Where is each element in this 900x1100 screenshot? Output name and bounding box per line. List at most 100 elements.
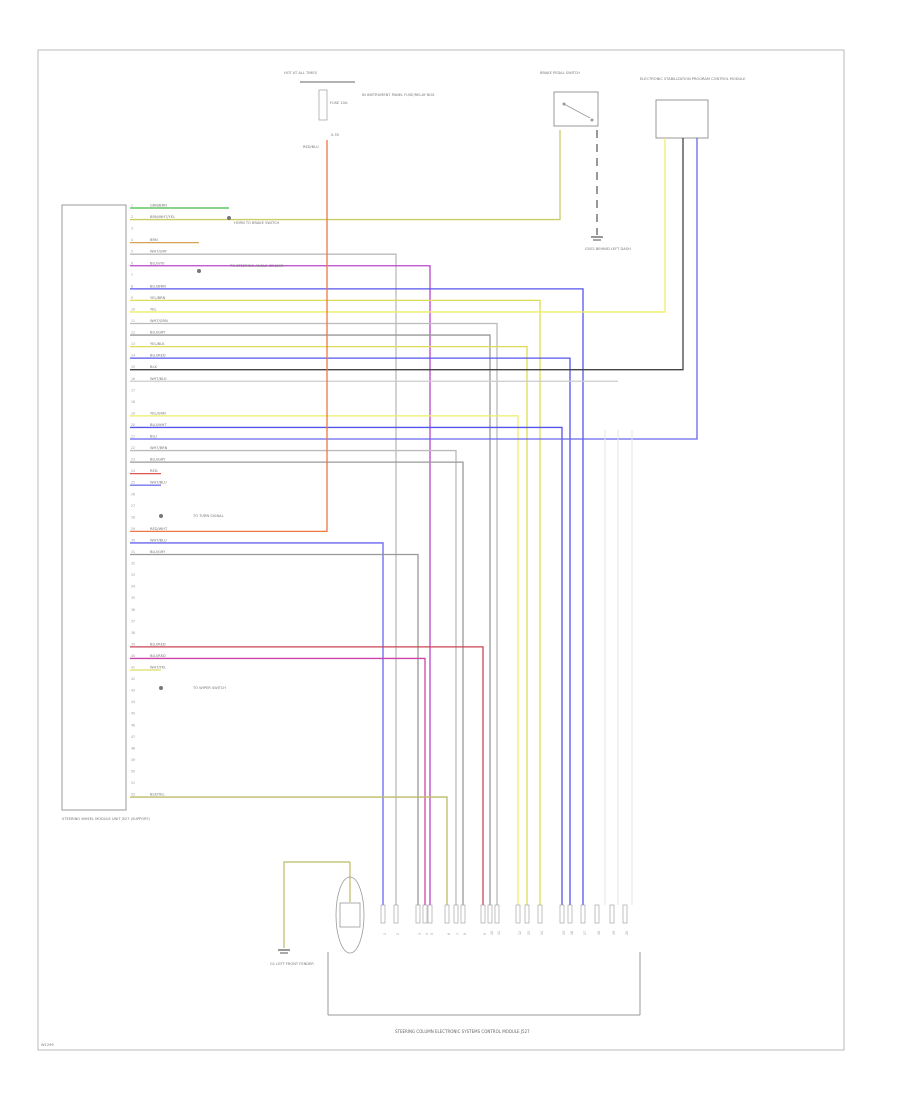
fuse-rating: FUSE 10A [330,101,348,105]
wire-color-label: BLU/BRN [150,284,166,288]
pin-number: 23 [131,458,135,462]
pin-number: 44 [131,700,135,704]
wire-color-label: WHT/GRY [150,250,168,254]
wire-pin-15 [130,138,684,371]
connector-pin-number: 12 [518,931,522,935]
fuse-note: IN INSTRUMENT PANEL FUSE/RELAY BOX [362,93,435,97]
pin-number: 42 [131,677,135,681]
wire-pin-30 [130,542,384,905]
connector-pin-number: 17 [583,931,587,935]
wire-color-label: BLU/RED [150,654,166,658]
pin-number: 25 [131,481,135,485]
connector-pin-number: 2 [396,933,400,935]
fuse-wire-label: RED/BLU [303,145,319,149]
wire-color-label: GRN/BRN [150,204,167,208]
pin-number: 10 [131,307,135,311]
pin-number: 12 [131,331,135,335]
wire-color-label: YEL/GRN [150,411,166,415]
wire-pin-13 [130,345,528,905]
connector-pin-stub [537,904,543,924]
pin-number: 6 [131,261,133,265]
connector-pin-number: 15 [562,931,566,935]
connector-pin-stub [559,904,565,924]
connector-pin-stub [393,904,399,924]
wire-pin-22 [130,449,457,905]
wire-pin-11 [130,322,498,905]
pin-number: 13 [131,342,135,346]
pin-number: 37 [131,619,135,623]
connector-pin-stub [422,904,428,924]
pin-number: 52 [131,793,135,797]
brake-switch-component: BRAKE PEDAL SWITCH [540,71,599,127]
pin-number: 45 [131,712,135,716]
pin-number: 36 [131,608,135,612]
connector-pin-stub [609,904,615,924]
pin-number: 3 [131,227,133,231]
pin-number: 46 [131,723,135,727]
wire-pin-31 [130,553,419,905]
connector-pin-number: 19 [612,931,616,935]
connector-pin-stub [524,904,530,924]
pin-number: 17 [131,388,135,392]
pin-number: 21 [131,435,135,439]
wire-color-label: BLU/RED [150,642,166,646]
wire-color-label: YEL/BLK [150,342,165,346]
connector-pin-stub [415,904,421,924]
connector-pin-stub [380,904,386,924]
bottom-connector: STEERING COLUMN ELECTRONIC SYSTEMS CONTR… [327,876,641,1034]
connector-pin-number: 6 [447,933,451,935]
fuse-name: HOT AT ALL TIMES [284,71,318,75]
wire-pin-39 [130,646,484,905]
wire-pin-40 [130,657,426,905]
wire-color-label: BRN/WHT/YEL [150,215,175,219]
side-label-wiper: TO WIPER SWITCH [192,686,226,690]
wire-color-label: BLU/VIO [150,261,165,265]
wire-color-label: BLU/GRY [150,458,166,462]
wire-pin-14 [130,357,571,905]
connector-pin-stub [515,904,521,924]
pin-number: 22 [131,446,135,450]
ground-top: G502 BEHIND LEFT DASH [585,130,631,251]
steering-module-box [61,204,127,811]
wire-color-label: YEL [150,307,156,311]
pin-number: 49 [131,758,135,762]
pin-number: 47 [131,735,135,739]
wire-color-label: BLU [150,435,157,439]
pin-number: 19 [131,411,135,415]
side-label-turn: TO TURN SIGNAL [192,514,224,518]
pin-number: 9 [131,296,133,300]
steering-module-label: STEERING WHEEL MODULE UNIT J527 (SUPPORT… [62,817,151,821]
wire-pin-12 [130,334,491,905]
pin-number: 11 [131,319,135,323]
connector-pin-stub [453,904,459,924]
pin-number: 40 [131,654,135,658]
connector-pin-stub [480,904,486,924]
pin-number: 8 [131,284,133,288]
pin-number: 7 [131,273,133,277]
connector-pin-number: 4 [425,933,429,935]
diagram-frame [37,49,845,1051]
wire-pin-21 [130,138,698,440]
pin-number: 38 [131,631,135,635]
connector-pin-number: 16 [570,931,574,935]
wire-pin-8 [130,288,584,905]
side-label-horn: HORN TO BRAKE SWITCH [234,221,279,225]
wire-color-label: BLU/GRY [150,331,166,335]
pin-number: 34 [131,585,135,589]
connector-pin-number: 18 [597,931,601,935]
connector-pin-number: 7 [456,933,460,935]
pin-number: 50 [131,769,135,773]
wire-pin-19 [130,415,519,905]
pin-number: 43 [131,689,135,693]
wire-color-label: WHT/GRN [150,319,168,323]
wire-pin-10 [130,138,666,313]
wire-color-label: WHT/BRN [150,446,168,450]
wire-pin-29 [130,140,328,533]
wire-pin-20 [130,426,563,905]
connector-pin-stub [594,904,600,924]
wire-pin-5 [130,253,397,905]
fuse-component: HOT AT ALL TIMES FUSE 10A IN INSTRUMENT … [284,71,435,149]
pin-number: 28 [131,515,135,519]
